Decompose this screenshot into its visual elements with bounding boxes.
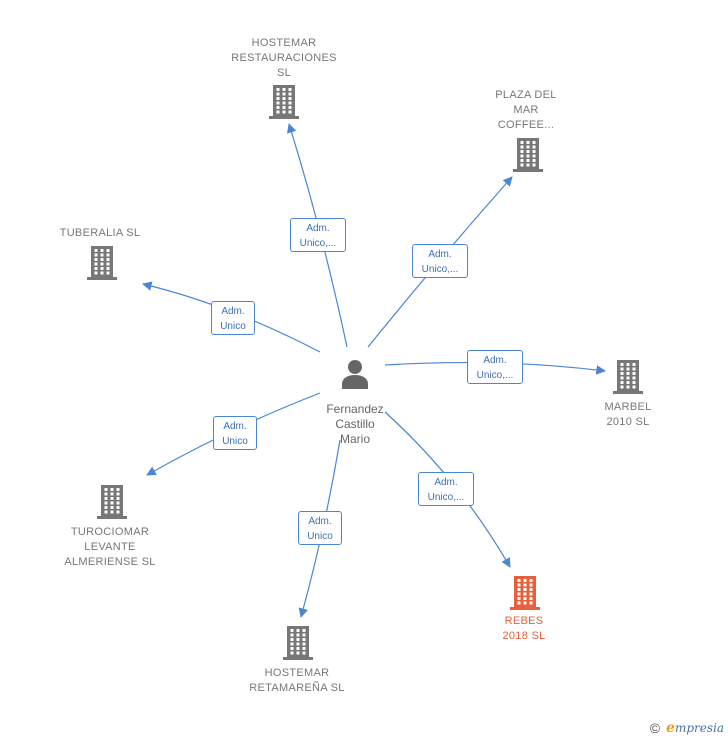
company-node-turociomar: TUROCIOMAR LEVANTE ALMERIENSE SL [40, 525, 180, 570]
company-node-tuberalia: TUBERALIA SL [30, 226, 170, 241]
building-icon[interactable] [513, 138, 543, 172]
company-node-rebes: REBES 2018 SL [454, 614, 594, 644]
building-icon[interactable] [269, 85, 299, 119]
edge-label-hostemar-restauraciones[interactable]: Adm. Unico,... [290, 218, 346, 252]
edge-label-rebes[interactable]: Adm. Unico,... [418, 472, 474, 506]
company-node-hostemar-restauraciones: HOSTEMAR RESTAURACIONES SL [214, 36, 354, 81]
company-label-turociomar[interactable]: TUROCIOMAR LEVANTE ALMERIENSE SL [64, 526, 156, 568]
edge-label-marbel[interactable]: Adm. Unico,... [467, 350, 523, 384]
copyright-icon: © [649, 720, 661, 736]
edge-label-hostemar-retamarena[interactable]: Adm. Unico [298, 511, 342, 545]
person-label[interactable]: Fernandez Castillo Mario [326, 402, 384, 446]
company-label-plaza-del-mar[interactable]: PLAZA DEL MAR COFFEE... [495, 89, 557, 131]
company-node-hostemar-retamarena: HOSTEMAR RETAMAREÑA SL [227, 666, 367, 696]
company-node-plaza-del-mar: PLAZA DEL MAR COFFEE... [456, 88, 596, 133]
company-label-hostemar-restauraciones[interactable]: HOSTEMAR RESTAURACIONES SL [231, 37, 337, 79]
person-icon[interactable] [341, 359, 369, 389]
building-icon[interactable] [283, 626, 313, 660]
brand-initial: e [666, 720, 675, 736]
footer: © empresia [650, 720, 724, 736]
building-icon[interactable] [510, 576, 540, 610]
brand-logo[interactable]: empresia [666, 720, 724, 736]
company-node-marbel: MARBEL 2010 SL [558, 400, 698, 430]
building-icon[interactable] [97, 485, 127, 519]
edge-label-turociomar[interactable]: Adm. Unico [213, 416, 257, 450]
brand-text: mpresia [674, 721, 724, 735]
edge-label-plaza-del-mar[interactable]: Adm. Unico,... [412, 244, 468, 278]
company-label-tuberalia[interactable]: TUBERALIA SL [59, 227, 141, 239]
building-icon[interactable] [87, 246, 117, 280]
company-label-marbel[interactable]: MARBEL 2010 SL [604, 401, 652, 428]
company-label-rebes[interactable]: REBES 2018 SL [502, 615, 546, 642]
company-label-hostemar-retamarena[interactable]: HOSTEMAR RETAMAREÑA SL [249, 667, 345, 694]
edge-label-tuberalia[interactable]: Adm. Unico [211, 301, 255, 335]
building-icon[interactable] [613, 360, 643, 394]
person-node: Fernandez Castillo Mario [295, 402, 415, 447]
